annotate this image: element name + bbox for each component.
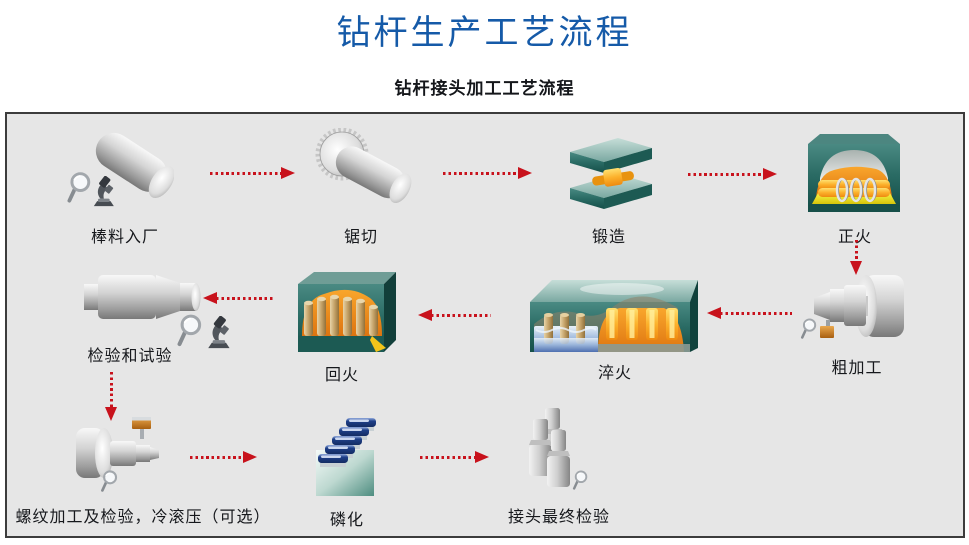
step-label-phosphating: 磷化 <box>329 512 364 529</box>
phosphated-parts <box>318 418 376 467</box>
bar-stock-illustration <box>67 132 174 207</box>
phosphating-illustration <box>316 418 376 496</box>
final-inspection-illustration <box>529 408 588 490</box>
step-label-normalizing: 正火 <box>837 229 872 246</box>
step-tempering <box>292 268 402 356</box>
magnifier-icon <box>67 172 91 203</box>
microscope-icon <box>208 316 230 349</box>
hot-parts <box>606 308 678 340</box>
step-label-final-inspection: 接头最终检验 <box>507 509 610 526</box>
inspection-testing-illustration <box>84 275 230 349</box>
step-thread-machining <box>70 416 170 496</box>
arrow-tempering-to-inspection <box>203 292 274 304</box>
arrow-thread-machining-to-phosphating <box>190 451 257 463</box>
microscope-icon <box>93 176 114 207</box>
section-title: 钻杆接头加工工艺流程 <box>394 79 575 98</box>
magnifier-icon <box>572 470 588 490</box>
step-label-bar-stock: 棒料入厂 <box>90 229 159 246</box>
quenching-illustration <box>530 280 698 352</box>
step-rough-machining <box>798 272 910 344</box>
step-forging <box>558 130 658 214</box>
sawing-illustration <box>315 128 412 204</box>
arrow-forging-to-normalizing <box>688 168 777 180</box>
step-sawing <box>306 128 418 214</box>
step-label-sawing: 锯切 <box>343 229 378 246</box>
magnifier-icon <box>800 318 817 339</box>
tempering-parts <box>304 294 378 336</box>
step-label-inspection-testing: 检验和试验 <box>87 348 173 365</box>
normalizing-furnace-illustration <box>808 134 900 212</box>
arrow-bar-stock-to-sawing <box>210 167 295 179</box>
arrow-quenching-to-tempering <box>418 309 491 321</box>
step-label-thread-machining: 螺纹加工及检验，冷滚压（可选） <box>15 509 271 526</box>
arrow-sawing-to-forging <box>443 167 532 179</box>
arrow-inspection-to-thread-machining <box>105 372 117 421</box>
step-label-forging: 锻造 <box>591 229 626 246</box>
step-inspection-testing <box>76 266 236 360</box>
forging-illustration <box>570 138 652 209</box>
arrow-normalizing-to-rough-machining <box>850 240 862 275</box>
step-normalizing <box>804 132 904 214</box>
step-bar-stock <box>62 130 174 214</box>
step-quenching <box>522 272 702 358</box>
thread-machining-illustration <box>76 417 159 492</box>
rough-machining-illustration <box>800 275 904 339</box>
page-title: 钻杆生产工艺流程 <box>336 14 633 52</box>
cutting-tool <box>820 326 834 338</box>
step-label-quenching: 淬火 <box>597 365 632 382</box>
step-label-tempering: 回火 <box>324 367 359 384</box>
tempering-illustration <box>298 272 396 352</box>
heating-coils <box>835 177 877 203</box>
step-final-inspection <box>520 408 596 502</box>
magnifier-icon <box>101 470 118 492</box>
arrow-phosphating-to-final-inspection <box>420 451 489 463</box>
arrow-rough-machining-to-quenching <box>707 307 792 319</box>
step-phosphating <box>312 414 380 500</box>
step-label-rough-machining: 粗加工 <box>831 360 883 377</box>
magnifier-icon <box>180 316 200 344</box>
